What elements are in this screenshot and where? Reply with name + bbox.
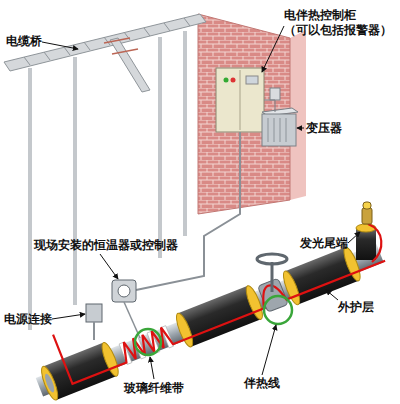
insulation-end bbox=[356, 224, 376, 232]
tray-cable bbox=[104, 38, 138, 54]
leader-line bbox=[348, 232, 360, 243]
leader-line bbox=[52, 314, 85, 319]
insulation-end bbox=[38, 365, 60, 402]
leader-line bbox=[262, 325, 276, 375]
callout-label: 外护层 bbox=[338, 300, 374, 315]
conduit bbox=[136, 132, 240, 290]
leader-line bbox=[100, 254, 118, 279]
light-end bbox=[362, 208, 372, 224]
callout-label: 现场安装的恒温器或控制器 bbox=[34, 238, 178, 253]
callout-label: 变压器 bbox=[306, 121, 342, 136]
leader-line bbox=[262, 26, 284, 72]
support-post bbox=[73, 57, 77, 305]
power-connection-box bbox=[86, 304, 102, 322]
cable-tray bbox=[110, 38, 150, 92]
cable-tray bbox=[4, 14, 206, 71]
indicator-lamp bbox=[231, 78, 236, 83]
callout-label: 发光尾端 bbox=[300, 236, 348, 251]
leader-line bbox=[326, 290, 338, 300]
support-post bbox=[28, 68, 32, 330]
callout-label: 电缆桥 bbox=[6, 34, 42, 49]
thermostat-dial bbox=[118, 285, 130, 297]
transformer-fin bbox=[268, 118, 286, 142]
thermostat bbox=[112, 280, 136, 302]
pipe-assembly bbox=[23, 211, 388, 404]
pipe-end bbox=[43, 373, 56, 394]
cabinet-meter bbox=[246, 76, 258, 84]
highlight-circle bbox=[135, 329, 161, 355]
heating-cable bbox=[368, 224, 381, 262]
indicator-lamp bbox=[224, 78, 229, 83]
valve-stem bbox=[271, 262, 274, 292]
callout-label: 电伴热控制柜 （可以包括报警器） bbox=[284, 8, 396, 38]
cabinet-door bbox=[240, 70, 241, 130]
power-lead bbox=[93, 322, 95, 340]
leader-line bbox=[150, 357, 154, 379]
leader-line bbox=[42, 42, 78, 49]
control-cabinet bbox=[216, 68, 264, 132]
callout-label: 玻璃纤维带 bbox=[124, 381, 184, 396]
valve-handwheel bbox=[257, 254, 287, 264]
tray-rung bbox=[24, 18, 190, 65]
leader-line bbox=[297, 128, 304, 129]
transformer bbox=[262, 114, 296, 146]
support-post bbox=[158, 37, 162, 258]
highlight-circle bbox=[264, 296, 292, 324]
support-post bbox=[183, 31, 187, 236]
junction-box bbox=[270, 88, 280, 100]
conduit bbox=[264, 100, 275, 112]
light-end-lamp bbox=[363, 202, 371, 209]
heating-cable bbox=[53, 211, 385, 383]
callout-label: 电源连接 bbox=[4, 312, 52, 327]
callout-label: 伴热线 bbox=[244, 376, 280, 391]
